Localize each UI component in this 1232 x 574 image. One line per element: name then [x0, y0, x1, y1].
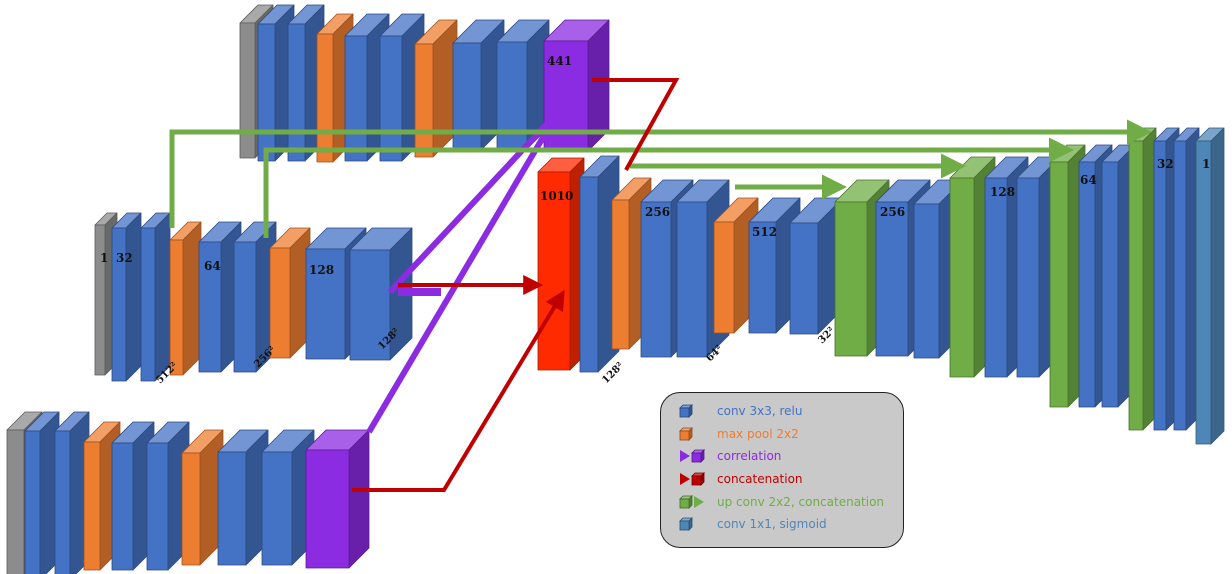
bottom-conv-block	[217, 429, 269, 566]
legend-item: conv 3x3, relu	[679, 400, 903, 423]
dec-final-block	[1195, 127, 1225, 445]
legend-item: conv 1x1, sigmoid	[679, 513, 903, 536]
label-dec-c4: 128	[990, 185, 1015, 199]
label-mid-c1: 32	[116, 251, 133, 265]
bottom-conv-block	[24, 411, 60, 574]
correlation-icon	[679, 448, 717, 464]
label-dec-out: 1	[1202, 157, 1210, 171]
bottom-correlation-block	[305, 429, 370, 569]
concatenation-icon	[679, 471, 717, 487]
label-dec-concat: 1010	[540, 189, 573, 203]
top-pool-block	[414, 19, 458, 158]
legend-item: max pool 2x2	[679, 423, 903, 446]
dec-upconv-block	[949, 156, 996, 378]
label-dec-c5: 64	[1080, 173, 1097, 187]
label-mid-c2: 64	[204, 259, 221, 273]
legend-item: correlation	[679, 445, 903, 468]
mid-pool-block	[169, 221, 202, 376]
conv1x1-icon	[679, 516, 717, 532]
top-correlation-block	[543, 19, 610, 152]
dec-upconv-block	[1128, 127, 1157, 431]
label-mid-c3: 128	[309, 263, 334, 277]
legend-label: conv 3x3, relu	[717, 404, 803, 419]
layer-blocks	[6, 4, 1225, 574]
skip-connection-arrow	[169, 119, 1152, 228]
legend-label: max pool 2x2	[717, 426, 799, 441]
pool-block-icon	[679, 426, 717, 442]
legend-label: concatenation	[717, 472, 803, 487]
connections	[169, 78, 1152, 492]
concatenation-arrow	[592, 78, 680, 171]
correlation-line	[387, 109, 561, 295]
legend-item: up conv 2x2, concatenation	[679, 490, 903, 513]
mid-pool-block	[269, 227, 311, 359]
legend: conv 3x3, relu max pool 2x2 correlation con…	[660, 392, 904, 548]
dec-conv-block	[1173, 127, 1200, 431]
mid-conv-block	[111, 212, 142, 382]
label-dec-c2: 512	[752, 225, 777, 239]
upconv-icon	[679, 494, 717, 510]
legend-item: concatenation	[679, 468, 903, 491]
legend-label: up conv 2x2, concatenation	[717, 494, 885, 509]
concatenation-arrow	[352, 289, 565, 492]
label-dec-c3: 256	[880, 205, 905, 219]
legend-label: conv 1x1, sigmoid	[717, 517, 827, 532]
skip-connection-arrow	[263, 137, 1074, 238]
label-top-branch-out: 441	[547, 54, 572, 68]
mid-conv-block	[140, 212, 171, 382]
correlation-line	[366, 110, 561, 434]
label-dec-c6: 32	[1157, 157, 1174, 171]
label-dec-c1: 256	[645, 205, 670, 219]
label-mid-in: 1	[100, 251, 108, 265]
conv-block-icon	[679, 403, 717, 419]
bottom-pool-block	[181, 429, 224, 566]
legend-label: correlation	[717, 449, 782, 464]
